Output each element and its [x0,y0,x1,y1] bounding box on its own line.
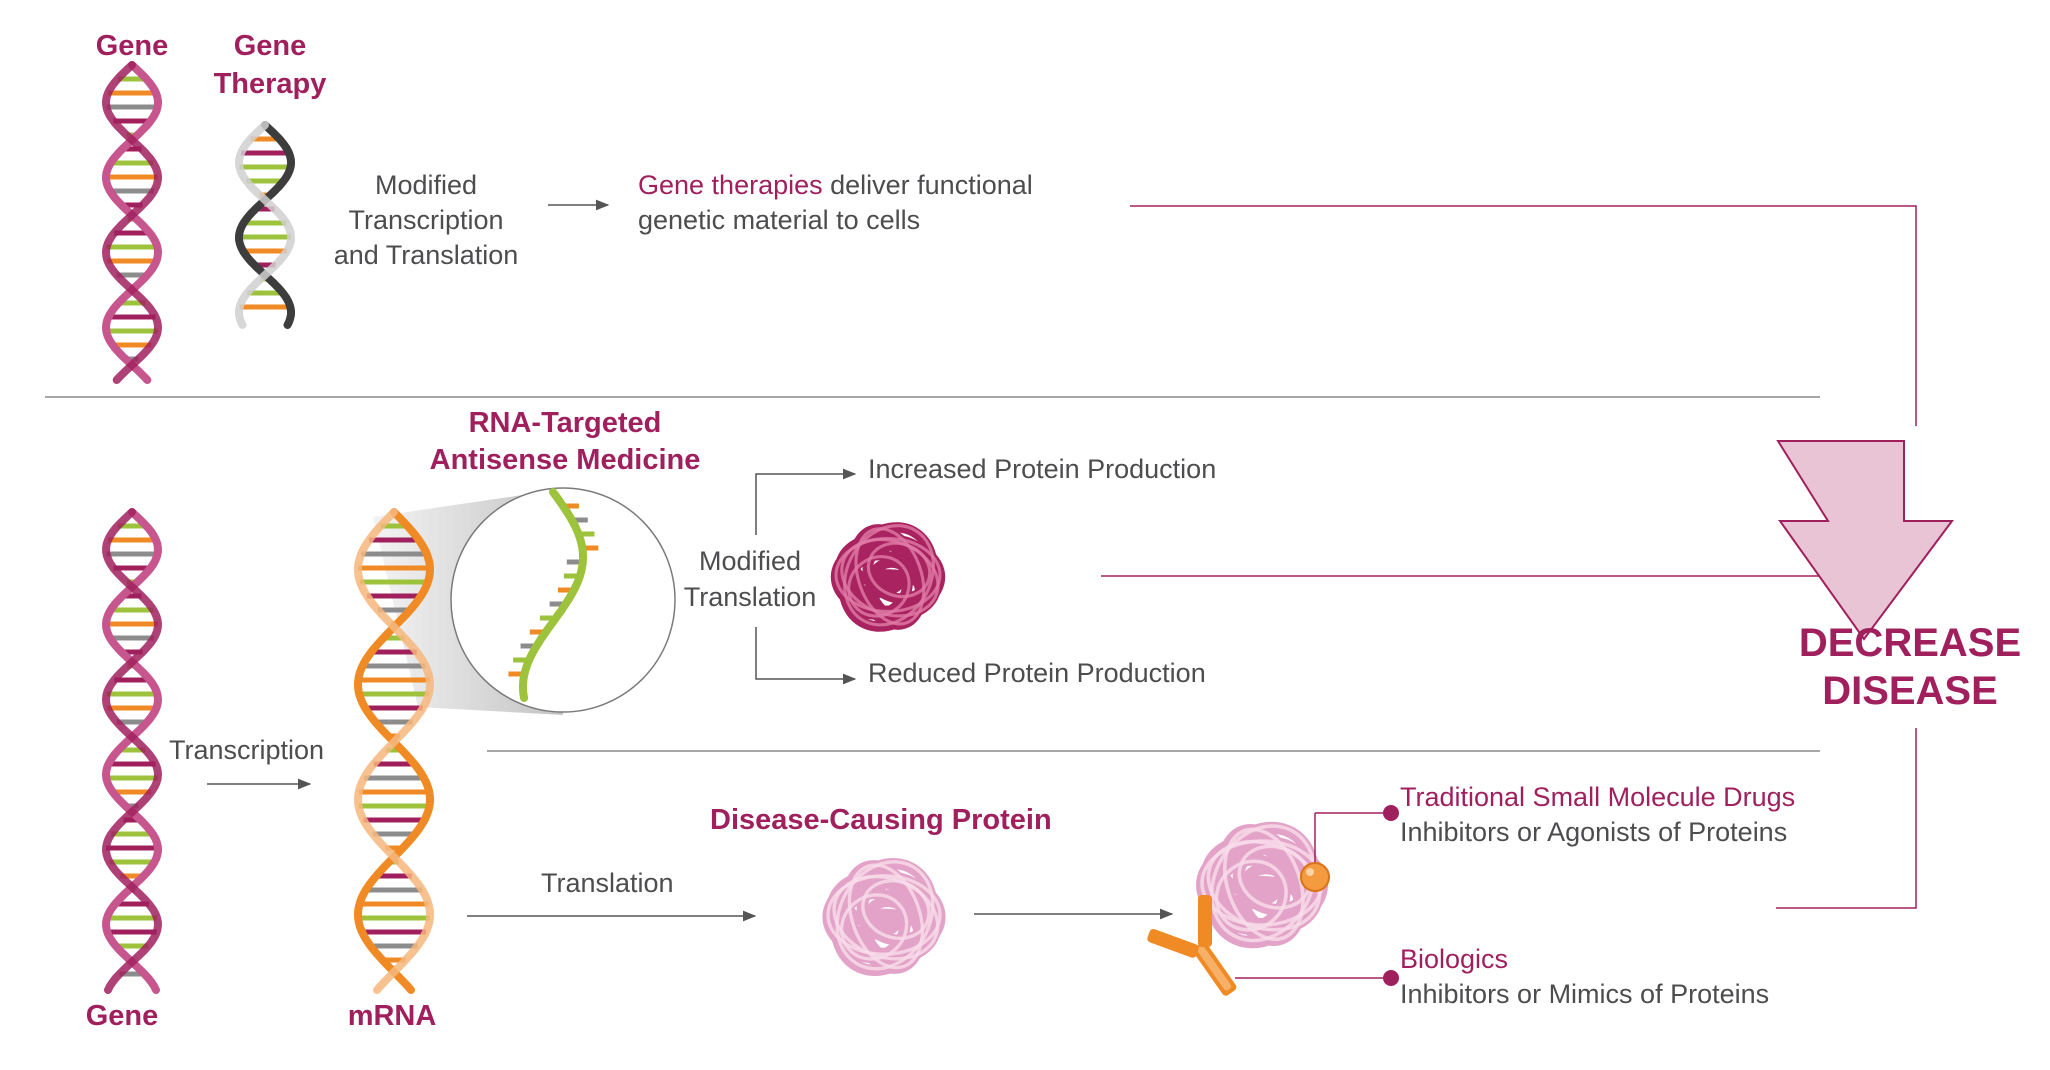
rna-modified-1: Modified [698,546,802,576]
decrease-disease-line1: DECREASE [1798,621,2022,665]
magnifier-circle [450,487,676,713]
reduced-protein-production: Reduced Protein Production [868,658,1206,688]
gene-therapies-description-line2: genetic material to cells [638,205,921,235]
dna-helix-icon [101,508,163,994]
protein-icon [822,857,946,977]
small-molecule-title: Traditional Small Molecule Drugs [1400,782,1796,812]
biologics-desc: Inhibitors or Mimics of Proteins [1400,979,1770,1009]
gene-therapies-highlight: Gene therapies [638,170,823,200]
rna-modified-2: Translation [683,582,817,612]
translation-label: Translation [541,868,674,898]
rna-title-1: RNA-Targeted [468,407,662,439]
decrease-disease-line2: DISEASE [1822,669,1998,713]
antisense-strand-icon [508,488,599,702]
connector-protein [1776,728,1917,909]
down-arrow-icon [1776,440,1954,641]
mrna-label: mRNA [347,1000,437,1032]
gene-therapy-label-1: Gene [233,30,307,62]
gene-therapies-description: Gene therapies deliver functional [638,170,1033,201]
disease-causing-protein-label: Disease-Causing Protein [710,804,1052,836]
biologics-dot [1383,970,1399,986]
mrna-strand-icon [353,508,435,994]
small-molecule-desc: Inhibitors or Agonists of Proteins [1400,817,1788,847]
top-modified-1: Modified [374,170,478,200]
increased-protein-production: Increased Protein Production [868,454,1217,484]
gene-therapies-rest: deliver functional [822,170,1033,200]
top-modified-3: and Translation [333,240,519,270]
small-molecule-dot [1383,805,1399,821]
small-molecule-icon [1300,862,1330,892]
biologics-title: Biologics [1400,944,1509,974]
dna-helix-icon [101,61,163,384]
bottom-gene-label: Gene [85,1000,159,1032]
arrow-increased-production [755,468,857,535]
arrow-reduced-production [755,627,857,685]
gene-therapy-helix-icon [235,121,295,329]
transcription-label: Transcription [169,735,325,765]
protein-icon [1196,821,1328,949]
antibody-icon [1147,895,1237,996]
top-modified-2: Transcription [348,205,504,235]
gene-therapy-label-2: Therapy [213,68,327,100]
connector-gene-therapy [1130,205,1917,426]
rna-title-2: Antisense Medicine [429,444,701,476]
protein-icon [830,522,946,632]
top-gene-label: Gene [95,30,169,62]
